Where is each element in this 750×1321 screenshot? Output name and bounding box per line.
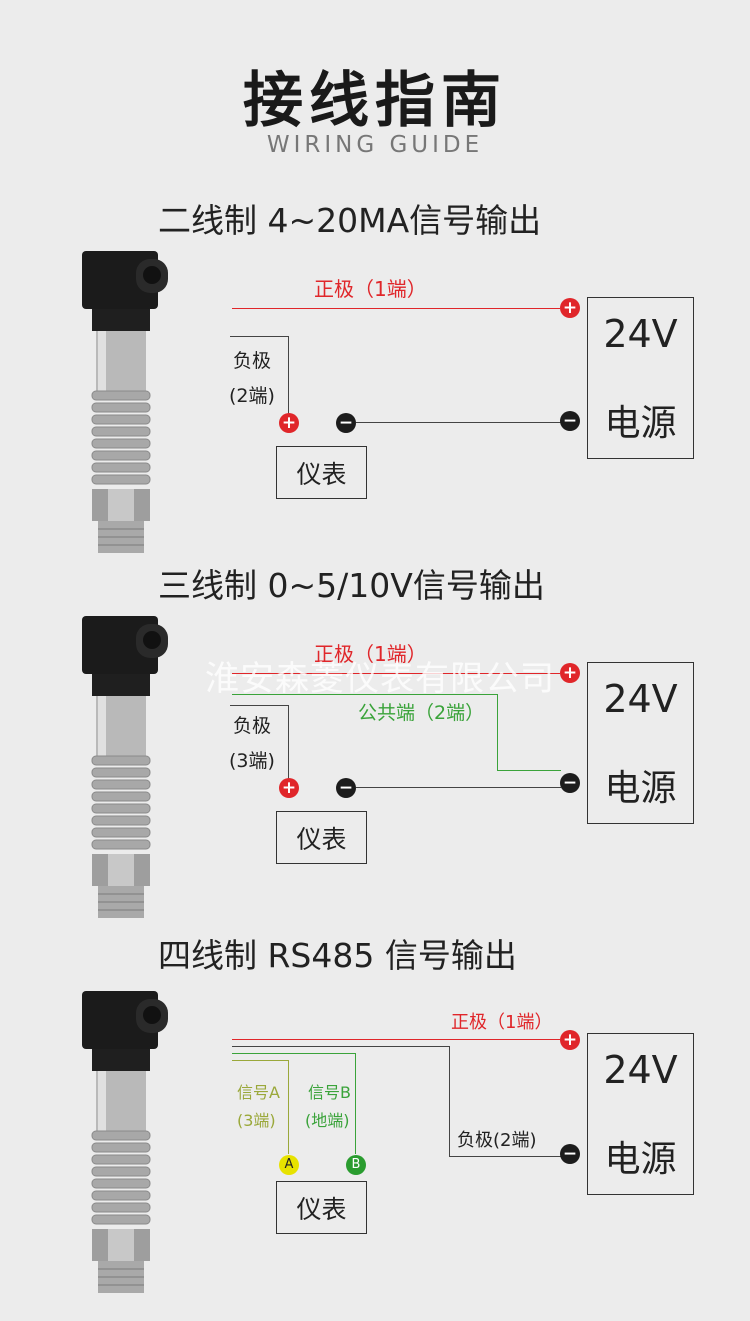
- psu-voltage: 24V: [603, 677, 678, 721]
- psu-label: 电源: [604, 1139, 677, 1180]
- meter-box: 仪表: [276, 446, 367, 499]
- psu-negative-terminal-icon: −: [560, 773, 580, 793]
- positive-label: 正极（1端）: [314, 277, 427, 301]
- common-label: 公共端（2端）: [358, 702, 485, 724]
- meter-box: 仪表: [276, 1181, 367, 1234]
- psu-positive-terminal-icon: +: [560, 1030, 580, 1050]
- meter-label: 仪表: [296, 1195, 347, 1224]
- psu-negative-terminal-icon: −: [560, 411, 580, 431]
- page-title: 接线指南: [243, 66, 507, 136]
- pressure-sensor-image: [82, 616, 168, 918]
- common-wire: [232, 694, 498, 771]
- meter-positive-terminal-icon: +: [279, 413, 299, 433]
- positive-label: 正极（1端）: [314, 642, 427, 666]
- positive-wire: [232, 673, 560, 674]
- company-watermark: 淮安森菱仪表有限公司: [205, 659, 555, 699]
- section-four-wire: 四线制 RS485 信号输出 正极（1端） 负极(2端) 信号A (3端) 信号…: [0, 925, 750, 1295]
- psu-voltage: 24V: [603, 1048, 678, 1092]
- section-heading: 二线制 4~20MA信号输出: [158, 201, 542, 240]
- negative-terminal-label: (3端): [229, 750, 275, 772]
- meter-box: 仪表: [276, 811, 367, 864]
- meter-positive-terminal-icon: +: [279, 778, 299, 798]
- page-subtitle: WIRING GUIDE: [266, 132, 484, 158]
- psu-negative-terminal-icon: −: [560, 1144, 580, 1164]
- negative-label: 负极(2端): [457, 1130, 537, 1151]
- signal-a-label: 信号A: [237, 1083, 280, 1102]
- signal-b-terminal-icon: B: [346, 1155, 366, 1175]
- meter-negative-terminal-icon: −: [336, 778, 356, 798]
- negative-label: 负极: [233, 350, 272, 372]
- negative-wire-tail: [449, 1156, 561, 1157]
- psu-voltage: 24V: [603, 312, 678, 356]
- section-heading: 三线制 0~5/10V信号输出: [158, 566, 545, 605]
- negative-terminal-label: (2端): [229, 385, 275, 407]
- section-heading: 四线制 RS485 信号输出: [158, 936, 517, 975]
- psu-positive-terminal-icon: +: [560, 298, 580, 318]
- negative-wire: [356, 422, 561, 423]
- negative-label-bracket: [230, 705, 289, 782]
- positive-wire: [232, 1039, 560, 1040]
- signal-b-terminal-label: (地端): [305, 1111, 350, 1130]
- positive-wire: [232, 308, 560, 309]
- negative-label: 负极: [233, 715, 272, 737]
- power-supply-box: 24V 电源: [587, 662, 694, 824]
- meter-label: 仪表: [296, 460, 347, 489]
- power-supply-box: 24V 电源: [587, 1033, 694, 1195]
- section-two-wire: 二线制 4~20MA信号输出 正极（1端） 负极 (2端) + − + − 24…: [0, 190, 750, 560]
- signal-b-label: 信号B: [308, 1083, 351, 1102]
- signal-b-wire: [232, 1053, 356, 1154]
- meter-label: 仪表: [296, 825, 347, 854]
- power-supply-box: 24V 电源: [587, 297, 694, 459]
- negative-wire: [356, 787, 561, 788]
- psu-positive-terminal-icon: +: [560, 663, 580, 683]
- section-three-wire: 三线制 0~5/10V信号输出 正极（1端） 公共端（2端） 负极 (3端) +…: [0, 555, 750, 925]
- negative-wire: [232, 1046, 450, 1157]
- positive-label: 正极（1端）: [451, 1012, 553, 1033]
- meter-negative-terminal-icon: −: [336, 413, 356, 433]
- signal-a-terminal-icon: A: [279, 1155, 299, 1175]
- pressure-sensor-image: [82, 251, 168, 553]
- signal-a-terminal-label: (3端): [237, 1111, 276, 1130]
- negative-label-bracket: [230, 336, 289, 417]
- signal-a-wire: [232, 1060, 289, 1154]
- pressure-sensor-image: [82, 991, 168, 1293]
- psu-label: 电源: [604, 768, 677, 809]
- psu-label: 电源: [604, 403, 677, 444]
- common-wire-tail: [497, 770, 561, 771]
